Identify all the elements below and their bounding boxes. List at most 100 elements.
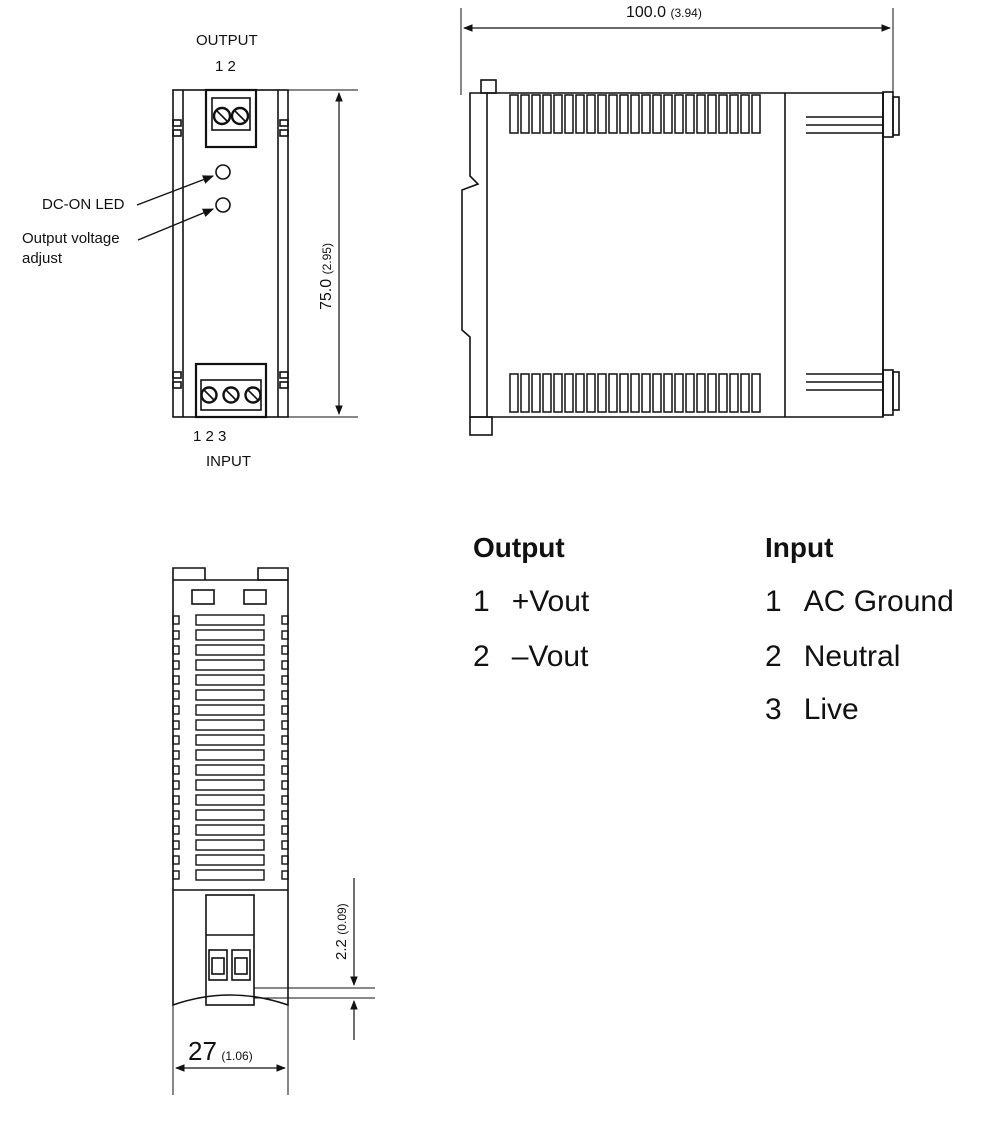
vent-slot: [520, 94, 530, 134]
height-dimension: 75.0 (2.95): [318, 243, 336, 310]
side-housing: [461, 92, 884, 418]
edge-notch: [281, 870, 289, 880]
vent-slot: [630, 373, 640, 413]
voltage-adjust-label-line2: adjust: [22, 250, 63, 267]
vent-slot: [663, 373, 673, 413]
vent-slot: [195, 719, 265, 731]
edge-notch: [281, 840, 289, 850]
vent-slot: [564, 94, 574, 134]
vent-slot: [586, 373, 596, 413]
edge-notch: [172, 705, 180, 715]
rail-dimension: 2.2 (0.09): [333, 903, 351, 960]
dc-on-led-circle: [215, 164, 231, 180]
depth-dimension: 100.0 (3.94): [626, 4, 702, 22]
voltage-adjust-circle: [215, 197, 231, 213]
edge-notch: [172, 765, 180, 775]
edge-notch: [172, 825, 180, 835]
width-dimension: 27 (1.06): [188, 1036, 253, 1067]
vent-slot: [195, 764, 265, 776]
edge-notch: [281, 615, 289, 625]
vent-slot: [509, 94, 519, 134]
vent-slot: [729, 94, 739, 134]
depth-mm: 100.0: [626, 4, 667, 21]
output-table-title: Output: [473, 532, 565, 563]
vent-slot: [751, 373, 761, 413]
vent-slot: [740, 94, 750, 134]
front-housing: [172, 89, 289, 418]
vent-slot: [685, 94, 695, 134]
vent-slot: [542, 373, 552, 413]
vent-slot: [652, 94, 662, 134]
vent-slot: [630, 94, 640, 134]
vent-slot: [553, 94, 563, 134]
edge-notch: [172, 630, 180, 640]
vent-slot: [707, 94, 717, 134]
vent-slot: [718, 94, 728, 134]
vent-slot: [674, 373, 684, 413]
vent-slot: [729, 373, 739, 413]
vent-slot: [696, 373, 706, 413]
edge-notch: [172, 720, 180, 730]
vent-slot: [195, 779, 265, 791]
input-terminal-title: INPUT: [206, 453, 251, 470]
edge-notch: [172, 795, 180, 805]
vent-slot: [195, 794, 265, 806]
edge-notch: [281, 855, 289, 865]
vent-slot: [619, 373, 629, 413]
vent-slot: [608, 94, 618, 134]
edge-notch: [281, 810, 289, 820]
vent-slot: [195, 689, 265, 701]
edge-notch: [281, 825, 289, 835]
vent-slot: [663, 94, 673, 134]
vent-slot: [195, 629, 265, 641]
vent-slot: [520, 373, 530, 413]
height-mm: 75.0: [318, 278, 335, 310]
edge-notch: [172, 660, 180, 670]
edge-notch: [172, 810, 180, 820]
vent-slot: [718, 373, 728, 413]
vent-slot: [685, 373, 695, 413]
edge-notch: [172, 690, 180, 700]
vent-slot: [641, 373, 651, 413]
edge-notch: [281, 765, 289, 775]
depth-in: (3.94): [670, 6, 702, 20]
vent-slot: [751, 94, 761, 134]
edge-notch: [281, 660, 289, 670]
input-terminal-block: [194, 362, 268, 419]
edge-notch: [172, 840, 180, 850]
edge-notch: [281, 780, 289, 790]
height-in: (2.95): [320, 243, 334, 275]
edge-notch: [172, 750, 180, 760]
vent-slot: [641, 94, 651, 134]
edge-notch: [172, 780, 180, 790]
bottom-housing: [172, 567, 289, 1007]
output-pin-numbers: 1 2: [215, 58, 236, 75]
edge-notch: [172, 735, 180, 745]
vent-slot: [575, 373, 585, 413]
top-vents: [509, 94, 761, 134]
edge-notch: [172, 645, 180, 655]
edge-notch: [281, 630, 289, 640]
vent-slot: [586, 94, 596, 134]
input-table-title: Input: [765, 532, 834, 563]
vent-slot: [195, 734, 265, 746]
dc-on-led-label: DC-ON LED: [42, 196, 125, 213]
vent-slot: [619, 94, 629, 134]
front-view: [136, 88, 358, 419]
vent-slot: [531, 94, 541, 134]
edge-notch: [281, 750, 289, 760]
edge-notch: [281, 720, 289, 730]
output-terminal-block: [204, 88, 258, 149]
edge-notch: [172, 870, 180, 880]
edge-notch: [281, 690, 289, 700]
vent-slot: [674, 94, 684, 134]
vent-slot: [531, 373, 541, 413]
vent-slot: [195, 659, 265, 671]
edge-notch: [172, 615, 180, 625]
vent-slot: [195, 809, 265, 821]
bottom-view: [172, 567, 375, 1095]
vent-slot: [740, 373, 750, 413]
